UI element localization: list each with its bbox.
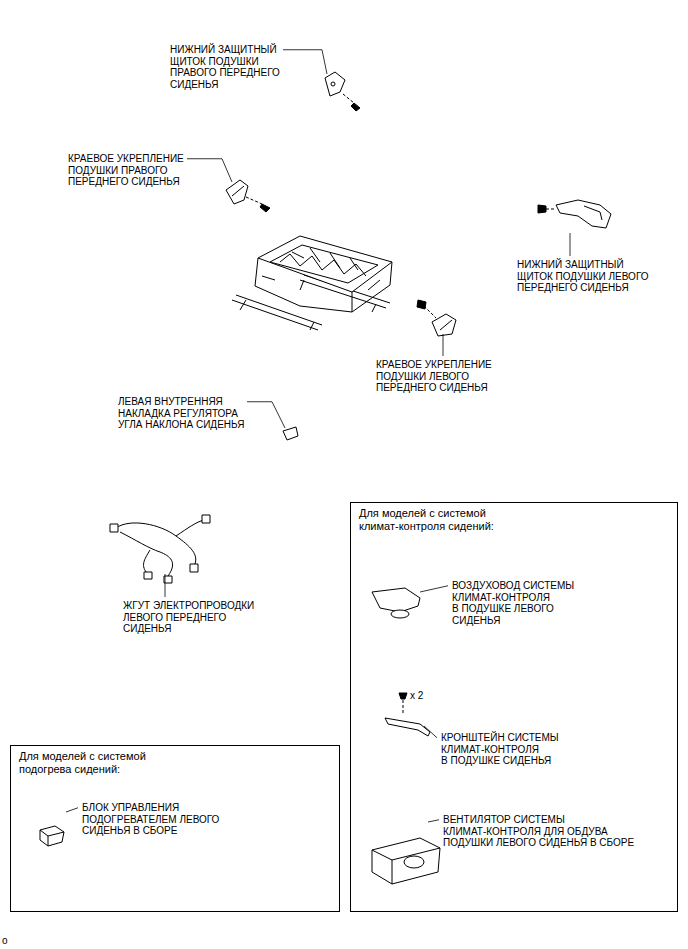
leader-line — [247, 402, 285, 428]
box-heading: Для моделей с системой климат-контроля с… — [351, 503, 677, 533]
option-box: Для моделей с системой климат-контроля с… — [350, 502, 678, 912]
leader-line — [424, 726, 437, 738]
part-label: ВЕНТИЛЯТОР СИСТЕМЫ КЛИМАТ-КОНТРОЛЯ ДЛЯ О… — [443, 814, 634, 849]
part-label: ЛЕВАЯ ВНУТРЕННЯЯ НАКЛАДКА РЕГУЛЯТОРА УГЛ… — [118, 396, 244, 431]
part-label: НИЖНИЙ ЗАЩИТНЫЙ ЩИТОК ПОДУШКИ ЛЕВОГО ПЕР… — [517, 259, 649, 294]
bracket-part — [385, 718, 430, 736]
part-label: КРАЕВОЕ УКРЕПЛЕНИЕ ПОДУШКИ ПРАВОГО ПЕРЕД… — [68, 153, 184, 188]
part-label: БЛОК УПРАВЛЕНИЯ ПОДОГРЕВАТЕЛЕМ ЛЕВОГО СИ… — [82, 802, 219, 837]
controller-part — [40, 826, 64, 846]
part-label: НИЖНИЙ ЗАЩИТНЫЙ ЩИТОК ПОДУШКИ ПРАВОГО ПЕ… — [170, 44, 280, 90]
box-heading: Для моделей с системой подогрева сидений… — [11, 746, 339, 776]
part-label: ВОЗДУХОВОД СИСТЕМЫ КЛИМАТ-КОНТРОЛЯ В ПОД… — [452, 580, 574, 626]
fan-part — [372, 838, 440, 884]
leader-line — [66, 808, 78, 812]
leader-line — [570, 233, 571, 256]
wire-harness — [116, 520, 204, 576]
seat-frame — [232, 236, 392, 330]
part-label: КРАЕВОЕ УКРЕПЛЕНИЕ ПОДУШКИ ЛЕВОГО ПЕРЕДН… — [376, 359, 492, 394]
leader-line — [443, 334, 444, 356]
duct-part — [372, 588, 420, 612]
leader-line — [428, 820, 439, 822]
leader-line — [165, 574, 166, 597]
quantity-label: x 2 — [410, 690, 423, 702]
leader-line — [420, 586, 448, 592]
page-mark: o — [2, 935, 8, 947]
part-label: КРОНШТЕЙН СИСТЕМЫ КЛИМАТ-КОНТРОЛЯ В ПОДУ… — [441, 732, 559, 767]
leader-line — [187, 159, 232, 182]
cover-part — [283, 427, 298, 440]
part-label: ЖГУТ ЭЛЕКТРОПРОВОДКИ ЛЕВОГО ПЕРЕДНЕГО СИ… — [123, 600, 254, 635]
leader-line — [283, 50, 327, 74]
shield-part — [556, 200, 611, 228]
reinforcement-part — [226, 180, 248, 204]
shield-part — [325, 72, 345, 96]
